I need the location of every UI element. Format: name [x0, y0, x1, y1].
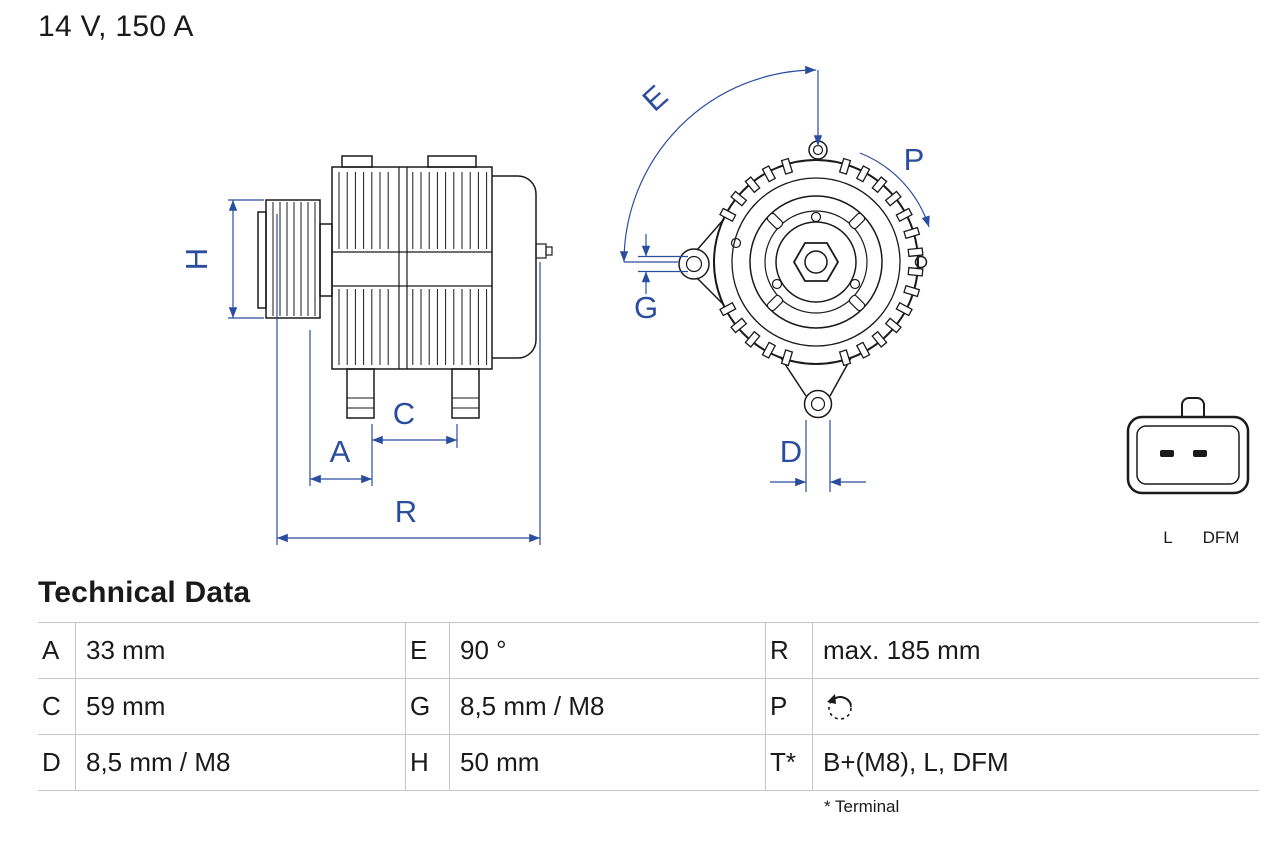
technical-data-title: Technical Data — [38, 576, 251, 609]
spec-value-t: B+(M8), L, DFM — [823, 747, 1009, 777]
cooling-fins — [338, 172, 488, 365]
connector-drawing — [1126, 397, 1250, 495]
dimension-annotations-front — [619, 65, 930, 492]
shaft-nut-hexagon — [792, 242, 840, 282]
dim-label-P: P — [904, 142, 925, 177]
spec-value-d: 8,5 mm / M8 — [76, 735, 406, 790]
dim-label-A: A — [330, 434, 351, 469]
spec-value-a: 33 mm — [76, 623, 406, 678]
connector-pin-label-l: L — [1163, 528, 1172, 547]
terminal-footnote: * Terminal — [824, 797, 900, 816]
spec-value-r: max. 185 mm — [823, 635, 981, 665]
technical-data-section: Technical Data A 33 mm E 90 ° R max. 185… — [38, 576, 1259, 817]
table-row: D 8,5 mm / M8 H 50 mm T* B+(M8), L, DFM — [38, 735, 1259, 791]
dim-label-D: D — [780, 434, 802, 469]
spec-key-c: C — [38, 679, 76, 734]
spec-value-c: 59 mm — [76, 679, 406, 734]
dim-label-G: G — [634, 290, 658, 325]
spec-value-e: 90 ° — [450, 623, 766, 678]
table-row: C 59 mm G 8,5 mm / M8 P — [38, 679, 1259, 735]
spec-value-g: 8,5 mm / M8 — [450, 679, 766, 734]
spec-key-d: D — [38, 735, 76, 790]
spec-key-p: P — [766, 679, 813, 734]
spec-key-a: A — [38, 623, 76, 678]
spec-value-h: 50 mm — [450, 735, 766, 790]
connector-pin-dfm — [1193, 450, 1207, 457]
bottom-mounting-hole — [803, 389, 833, 419]
spec-value-p — [813, 679, 1259, 734]
arm-mounting-hole — [678, 248, 710, 280]
rotation-direction-arrow — [859, 152, 930, 228]
spec-key-h: H — [406, 735, 450, 790]
spec-key-e: E — [406, 623, 450, 678]
connector-pin-l — [1160, 450, 1174, 457]
dim-label-H: H — [179, 248, 214, 270]
dimension-annotations-side — [228, 199, 541, 545]
spec-key-t: T* — [766, 735, 813, 790]
alternator-side-view — [257, 155, 553, 419]
spec-key-r: R — [766, 623, 813, 678]
technical-data-table: A 33 mm E 90 ° R max. 185 mm C 59 mm G 8… — [38, 622, 1259, 791]
technical-drawing: H A C R E G D P L DFM — [179, 65, 1250, 547]
table-row: A 33 mm E 90 ° R max. 185 mm — [38, 623, 1259, 679]
connector-pin-label-dfm: DFM — [1203, 528, 1240, 547]
spec-key-g: G — [406, 679, 450, 734]
alternator-front-view — [678, 140, 928, 419]
dim-label-C: C — [393, 396, 415, 431]
rotation-direction-icon — [827, 693, 852, 720]
dim-label-R: R — [395, 494, 417, 529]
dim-label-E: E — [636, 78, 675, 118]
voltage-amperage-label: 14 V, 150 A — [38, 10, 194, 43]
